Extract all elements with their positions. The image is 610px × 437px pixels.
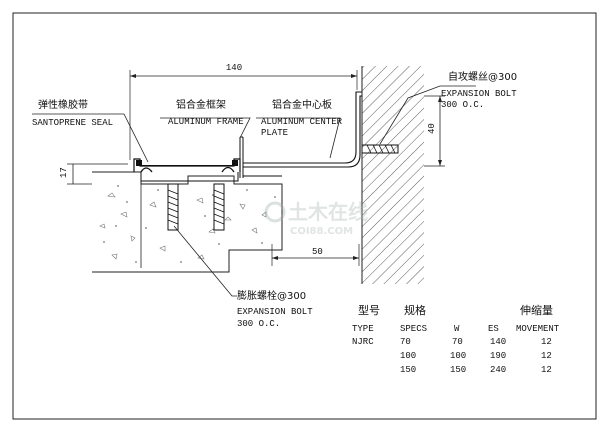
- screw-label-en-1: EXPANSION BOLT: [441, 89, 517, 99]
- table-row: 100 100 190 12: [400, 351, 552, 361]
- santoprene-seal: [136, 160, 238, 173]
- cell-type: NJRC: [352, 337, 374, 347]
- table-header-specs-en: SPECS: [400, 324, 427, 334]
- cell-w: 150: [450, 365, 466, 375]
- screw-label-cn: 自攻螺丝@300: [448, 70, 517, 83]
- seal-label-cn: 弹性橡胶带: [38, 98, 88, 111]
- spec-table: 型号 规格 伸缩量 TYPE SPECS W ES MOVEMENT NJRC …: [352, 303, 560, 375]
- plate-label-en-1: ALUMINUM CENTER: [261, 117, 343, 127]
- bolt-label-en-2: 300 O.C.: [237, 319, 280, 329]
- drawing-border: [12, 12, 597, 420]
- bolt-label-en-1: EXPANSION BOLT: [237, 307, 313, 317]
- watermark: 土木在线 COI88.COM: [264, 200, 368, 237]
- table-row: 150 150 240 12: [400, 365, 552, 375]
- cell-specs: 70: [400, 337, 411, 347]
- dimension-17-label: 17: [59, 167, 69, 178]
- self-tapping-screw: [361, 144, 399, 154]
- cell-w: 100: [450, 351, 466, 361]
- dimension-50: [271, 244, 360, 266]
- cell-specs: 150: [400, 365, 416, 375]
- plate-label-en-2: PLATE: [261, 128, 288, 138]
- table-header-es-en: ES: [488, 324, 499, 334]
- screw-label-en-2: 300 O.C.: [441, 100, 484, 110]
- dimension-40-label: 40: [427, 123, 437, 134]
- cell-movement: 12: [541, 365, 552, 375]
- table-header-movement-cn: 伸缩量: [520, 304, 553, 317]
- table-header-w-en: W: [454, 324, 460, 334]
- aluminum-center-plate: [243, 91, 362, 177]
- table-header-specs-cn: 规格: [404, 303, 426, 317]
- dimension-40: [424, 95, 445, 167]
- table-row: NJRC 70 70 140 12: [352, 337, 552, 347]
- seal-label-en: SANTOPRENE SEAL: [32, 118, 113, 128]
- dimension-140: [129, 70, 358, 160]
- cell-es: 190: [490, 351, 506, 361]
- cell-movement: 12: [541, 351, 552, 361]
- bolt-label-cn: 膨胀螺栓@300: [237, 289, 306, 302]
- dimension-17: [67, 163, 128, 185]
- dimension-140-label: 140: [226, 63, 242, 73]
- cell-specs: 100: [400, 351, 416, 361]
- watermark-main: 土木在线: [288, 200, 368, 224]
- aluminum-frame: [133, 136, 244, 182]
- table-header-type-en: TYPE: [352, 324, 374, 334]
- leader-lines: [32, 85, 476, 297]
- table-header-type-cn: 型号: [358, 303, 380, 317]
- expansion-bolt-right: [213, 183, 225, 231]
- cell-es: 240: [490, 365, 506, 375]
- dimension-50-label: 50: [312, 247, 323, 257]
- table-header-movement-en: MOVEMENT: [516, 324, 560, 334]
- cell-es: 140: [490, 337, 506, 347]
- cell-movement: 12: [541, 337, 552, 347]
- frame-label-en: ALUMINUM FRAME: [168, 117, 244, 127]
- frame-label-cn: 铝合金框架: [176, 98, 226, 111]
- plate-label-cn: 铝合金中心板: [272, 98, 332, 111]
- cell-w: 70: [452, 337, 463, 347]
- expansion-bolt-left: [167, 183, 179, 231]
- concrete-slab: [92, 171, 283, 273]
- concrete-wall: [361, 66, 424, 284]
- watermark-sub: COI88.COM: [290, 226, 353, 237]
